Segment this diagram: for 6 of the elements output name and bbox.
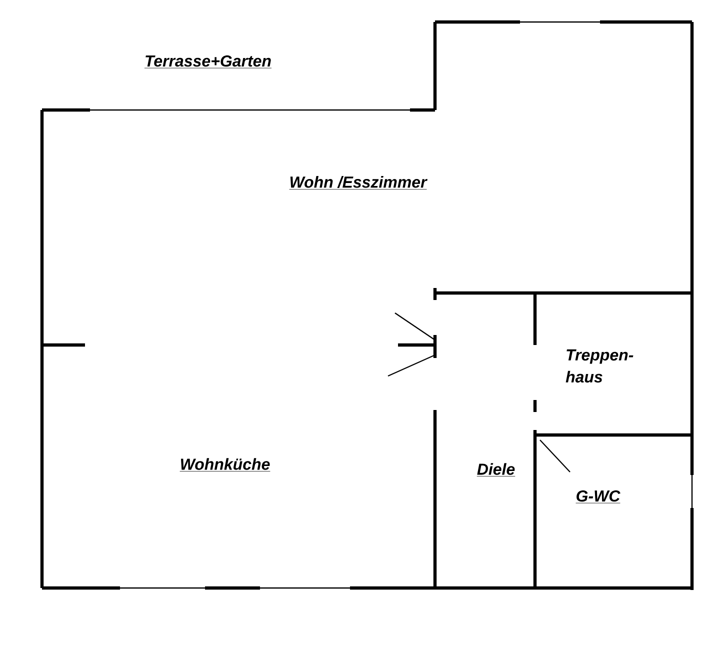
room-label: Wohn /Esszimmer <box>289 176 428 190</box>
room-label: Terrasse+Garten <box>144 55 272 68</box>
room-label: Diele <box>476 463 516 476</box>
room-label: Wohnküche <box>180 458 270 472</box>
room-label: Treppen- haus <box>566 349 634 383</box>
room-label: G-WC <box>576 490 620 504</box>
